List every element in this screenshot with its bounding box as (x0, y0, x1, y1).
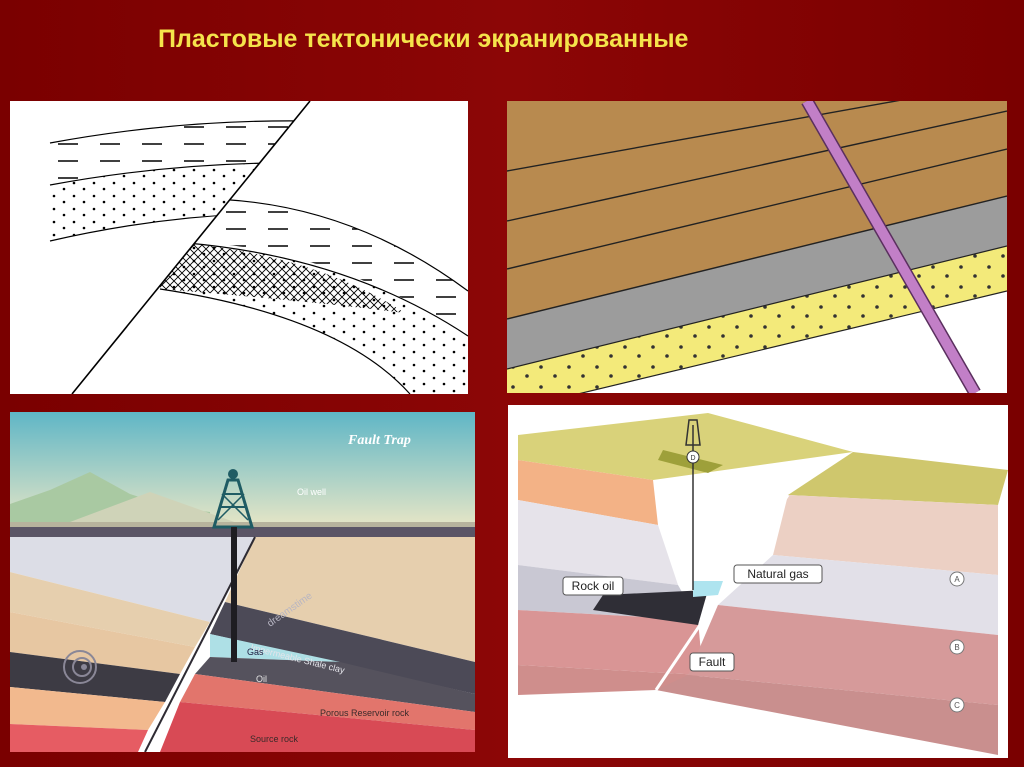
source-rock-label: Source rock (250, 734, 299, 744)
fault-label: Fault (699, 655, 726, 669)
schematic-fault-trap-panel (10, 101, 468, 394)
svg-text:B: B (954, 643, 959, 652)
natural-gas-label: Natural gas (747, 567, 808, 581)
slide-title: Пластовые тектонически экранированные (158, 25, 688, 54)
layer-c-marker: C (950, 698, 964, 712)
well-marker-label: D (690, 455, 695, 462)
block-diagram-panel: D Rock oil Natural gas Fault A B C (508, 405, 1008, 758)
svg-text:A: A (954, 575, 960, 584)
gas-label: Gas (247, 647, 264, 657)
natural-gas-callout: Natural gas (734, 565, 822, 583)
layer-b-marker: B (950, 640, 964, 654)
svg-text:C: C (954, 701, 960, 710)
colored-section-panel (507, 101, 1007, 393)
fault-trap-illustration-panel: Fault Trap Oil well Impermeable Shale cl… (10, 412, 475, 752)
oil-label: Oil (256, 674, 267, 684)
fault-callout: Fault (690, 653, 734, 671)
layer-a-marker: A (950, 572, 964, 586)
reservoir-label: Porous Reservoir rock (320, 708, 410, 718)
oil-well-label: Oil well (297, 487, 326, 497)
fault-trap-title: Fault Trap (347, 433, 411, 448)
rock-oil-callout: Rock oil (563, 577, 623, 595)
rock-oil-label: Rock oil (572, 579, 615, 593)
